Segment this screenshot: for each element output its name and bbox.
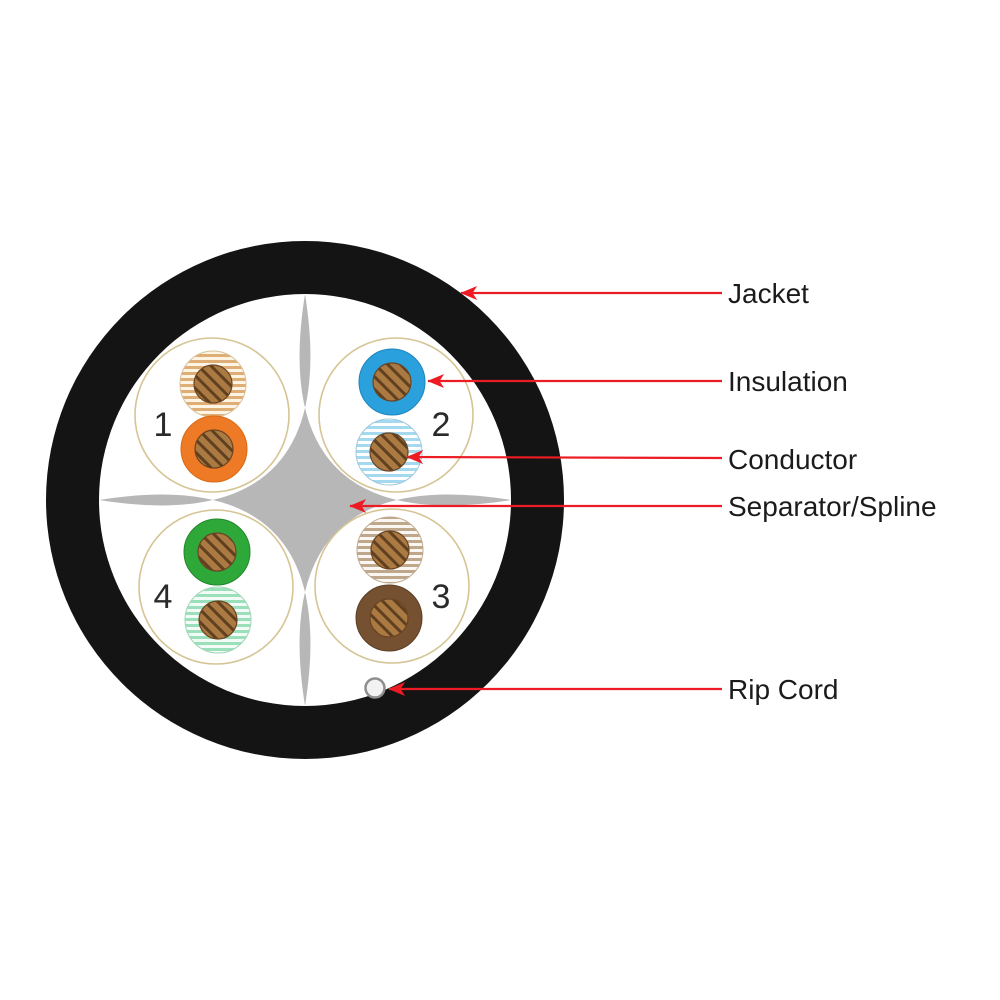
annotation-conductor-arrow [406, 450, 723, 465]
pair-2-group: 2 [318, 337, 474, 493]
pair-3-number: 3 [432, 578, 451, 616]
annotation-insulation: Insulation [427, 366, 848, 397]
pair-4-group: 4 [138, 509, 294, 665]
wire-orange-conductor [194, 429, 234, 469]
wire-white-orange-conductor [193, 364, 233, 404]
wire-white-blue-conductor [369, 432, 409, 472]
pair-1-number: 1 [154, 406, 173, 444]
annotation-conductor-label: Conductor [728, 444, 857, 475]
annotation-jacket: Jacket [460, 278, 809, 309]
pair-1-group: 1 [134, 337, 290, 493]
wire-brown-conductor [369, 598, 409, 638]
annotation-conductor: Conductor [406, 444, 857, 475]
rip-cord-dot [364, 677, 386, 699]
annotation-rip-cord: Rip Cord [388, 674, 838, 705]
annotation-separator-spline: Separator/Spline [349, 491, 937, 522]
wire-white-brown-conductor [370, 530, 410, 570]
wire-green-conductor [197, 532, 237, 572]
separator-spline-cross [99, 294, 511, 706]
pair-2-number: 2 [432, 406, 451, 444]
wire-white-green-conductor [198, 600, 238, 640]
wire-blue-conductor [372, 362, 412, 402]
pair-4-number: 4 [154, 578, 173, 616]
annotation-rip-cord-label: Rip Cord [728, 674, 838, 705]
annotation-separator-spline-label: Separator/Spline [728, 491, 937, 522]
annotation-jacket-label: Jacket [728, 278, 809, 309]
pair-3-group: 3 [314, 508, 470, 664]
annotation-insulation-label: Insulation [728, 366, 848, 397]
